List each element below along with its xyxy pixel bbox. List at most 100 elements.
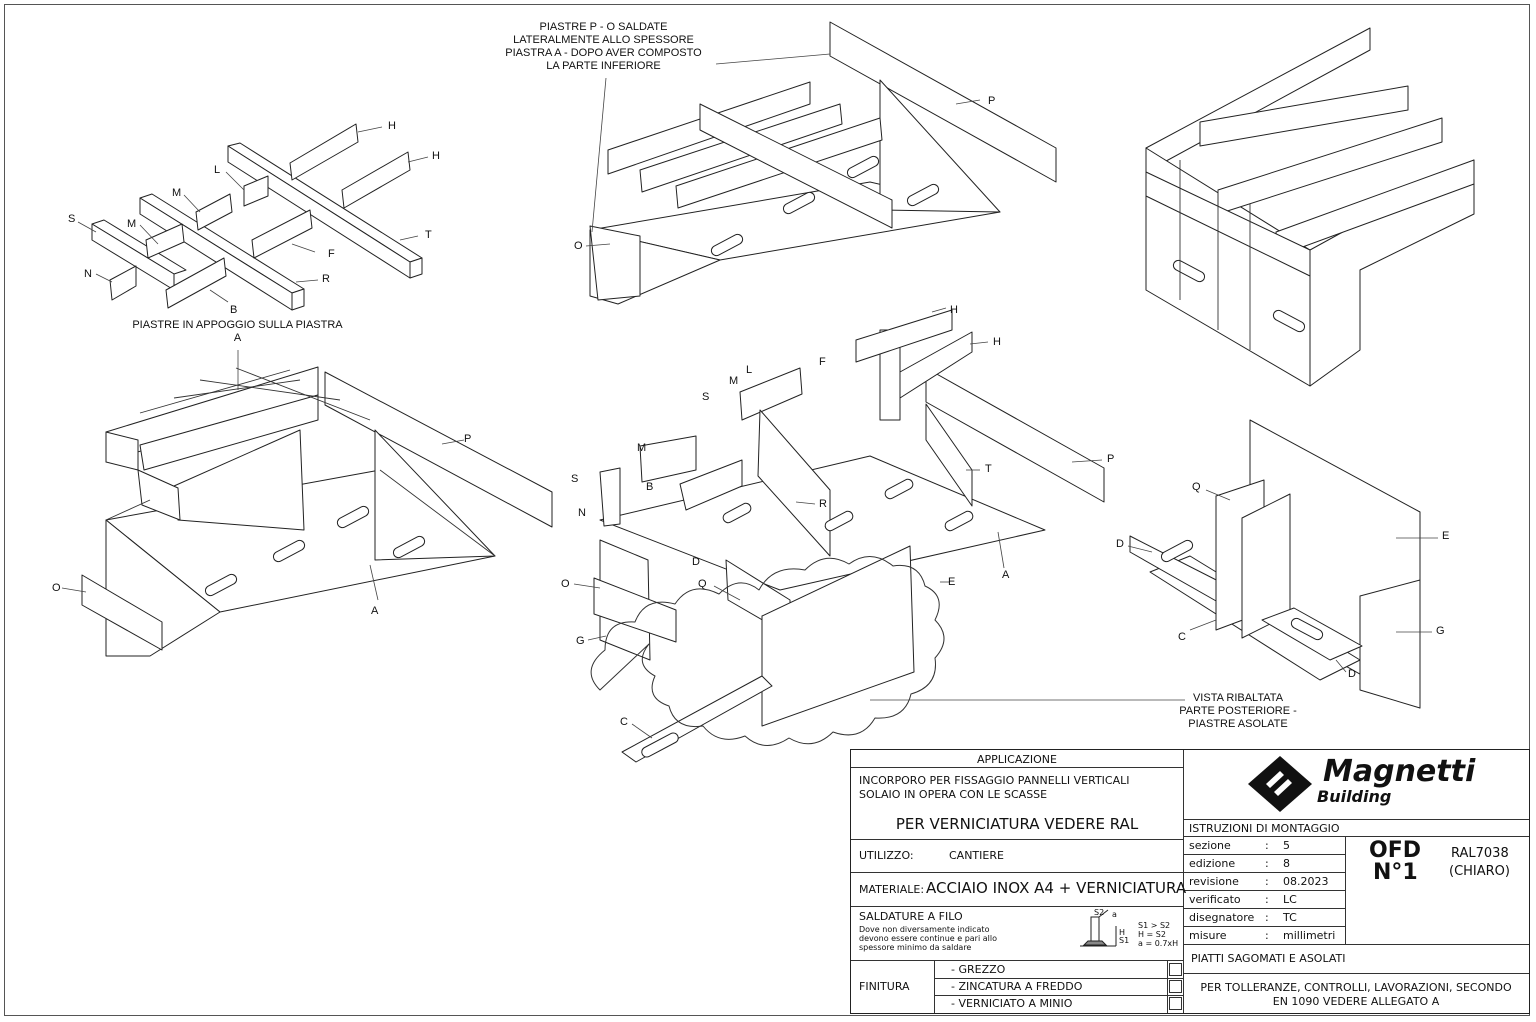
label-P: P (464, 433, 472, 445)
divider (1183, 819, 1529, 820)
exploded-plates-drawing (77, 123, 429, 390)
note-line: A (233, 332, 242, 344)
label-H: H (950, 304, 958, 316)
divider (851, 906, 1183, 907)
divider (1167, 960, 1168, 1013)
divider (1183, 836, 1529, 837)
label-T: T (985, 463, 992, 475)
label-A: A (371, 605, 379, 617)
finitura-option: - GREZZO (951, 963, 1006, 976)
note-line: PIASTRA A - DOPO AVER COMPOSTO (505, 47, 702, 59)
label-M: M (729, 375, 739, 387)
label-N: N (578, 507, 586, 519)
label-N: N (84, 268, 92, 280)
finitura-checkbox[interactable] (1169, 997, 1182, 1010)
label-T: T (425, 229, 432, 241)
materiale-value: ACCIAIO INOX A4 + VERNICIATURA (926, 879, 1187, 897)
weld-rule: H = S2 (1138, 930, 1166, 939)
meta-key: disegnatore (1189, 911, 1255, 924)
saldature-note: Dove non diversamente indicato (859, 925, 990, 934)
saldature-title: SALDATURE A FILO (859, 910, 963, 923)
label-D: D (1116, 538, 1124, 550)
meta-sep: : (1265, 875, 1269, 888)
meta-sep: : (1265, 911, 1269, 924)
drawing-code: OFD (1369, 838, 1421, 863)
label-P: P (1107, 453, 1115, 465)
label-Q: Q (698, 578, 707, 590)
label-C: C (1178, 631, 1186, 643)
label-M: M (127, 218, 137, 230)
meta-value: 08.2023 (1283, 875, 1329, 888)
weld-rule: a = 0.7xH (1138, 939, 1179, 948)
top-center-assembly-drawing (585, 21, 1057, 305)
label-L: L (214, 164, 221, 176)
label-M: M (637, 442, 647, 454)
title-block: APPLICAZIONE INCORPORO PER FISSAGGIO PAN… (850, 749, 1530, 1014)
divider (1183, 750, 1184, 1013)
logo-sub: Building (1317, 787, 1392, 806)
label-O: O (574, 240, 583, 252)
saldature-note: spessore minimo da saldare (859, 943, 972, 952)
finitura-checkbox[interactable] (1169, 980, 1182, 993)
label-S: S (571, 473, 579, 485)
note-line: VISTA RIBALTATA (1192, 692, 1284, 704)
weld-symbol-icon (1080, 909, 1117, 947)
divider (1183, 854, 1345, 855)
finitura-label: FINITURA (859, 980, 910, 993)
divider (1183, 890, 1345, 891)
divider (1183, 872, 1345, 873)
drawing-number: N°1 (1373, 860, 1418, 885)
finitura-option: - ZINCATURA A FREDDO (951, 980, 1083, 993)
label-G: G (576, 635, 585, 647)
finitura-option: - VERNICIATO A MINIO (951, 997, 1073, 1010)
divider (851, 839, 1183, 840)
label-H: H (432, 150, 440, 162)
rotated-view-drawing (1127, 419, 1438, 709)
sheet-border (4, 4, 1530, 1016)
note-line: PARTE POSTERIORE - (1179, 705, 1297, 717)
label-R: R (819, 498, 827, 510)
meta-sep: : (1265, 857, 1269, 870)
label-L: L (746, 364, 753, 376)
label-A: A (1002, 569, 1010, 581)
ral-code: RAL7038 (1451, 846, 1509, 861)
meta-sep: : (1265, 839, 1269, 852)
weld-rule: S1 > S2 (1138, 921, 1171, 930)
label-F: F (819, 356, 826, 368)
assembled-base-drawing (61, 366, 553, 657)
weld-h-label: H (1119, 928, 1126, 937)
meta-key: misure (1189, 929, 1227, 942)
meta-sep: : (1265, 929, 1269, 942)
divider (851, 767, 1183, 768)
label-S: S (68, 213, 76, 225)
utilizzo-label: UTILIZZO: (859, 849, 914, 862)
label-E: E (1442, 530, 1450, 542)
label-D: D (692, 556, 700, 568)
label-R: R (322, 273, 330, 285)
note-line: LA PARTE INFERIORE (546, 60, 661, 72)
divider (1183, 944, 1529, 945)
applicazione-header: APPLICAZIONE (977, 753, 1057, 766)
note-line: LATERALMENTE ALLO SPESSORE (513, 34, 694, 46)
applicazione-line: INCORPORO PER FISSAGGIO PANNELLI VERTICA… (859, 774, 1130, 787)
ral-description: (CHIARO) (1449, 864, 1510, 879)
weld-a-label: a (1112, 910, 1117, 919)
divider (851, 960, 1183, 961)
divider (1345, 836, 1346, 944)
label-Q: Q (1192, 481, 1201, 493)
meta-value: LC (1283, 893, 1297, 906)
meta-value: 8 (1283, 857, 1290, 870)
center-exploded-drawing (573, 307, 1185, 763)
saldature-note: devono essere continue e pari allo (859, 934, 997, 943)
finitura-checkbox[interactable] (1169, 963, 1182, 976)
label-C: C (620, 716, 628, 728)
meta-key: verificato (1189, 893, 1241, 906)
label-D: D (1348, 668, 1356, 680)
tolleranze-note: PER TOLLERANZE, CONTROLLI, LAVORAZIONI, … (1200, 981, 1512, 994)
label-H: H (993, 336, 1001, 348)
meta-sep: : (1265, 893, 1269, 906)
weld-s1-label: S1 (1119, 936, 1130, 945)
divider (1183, 926, 1345, 927)
